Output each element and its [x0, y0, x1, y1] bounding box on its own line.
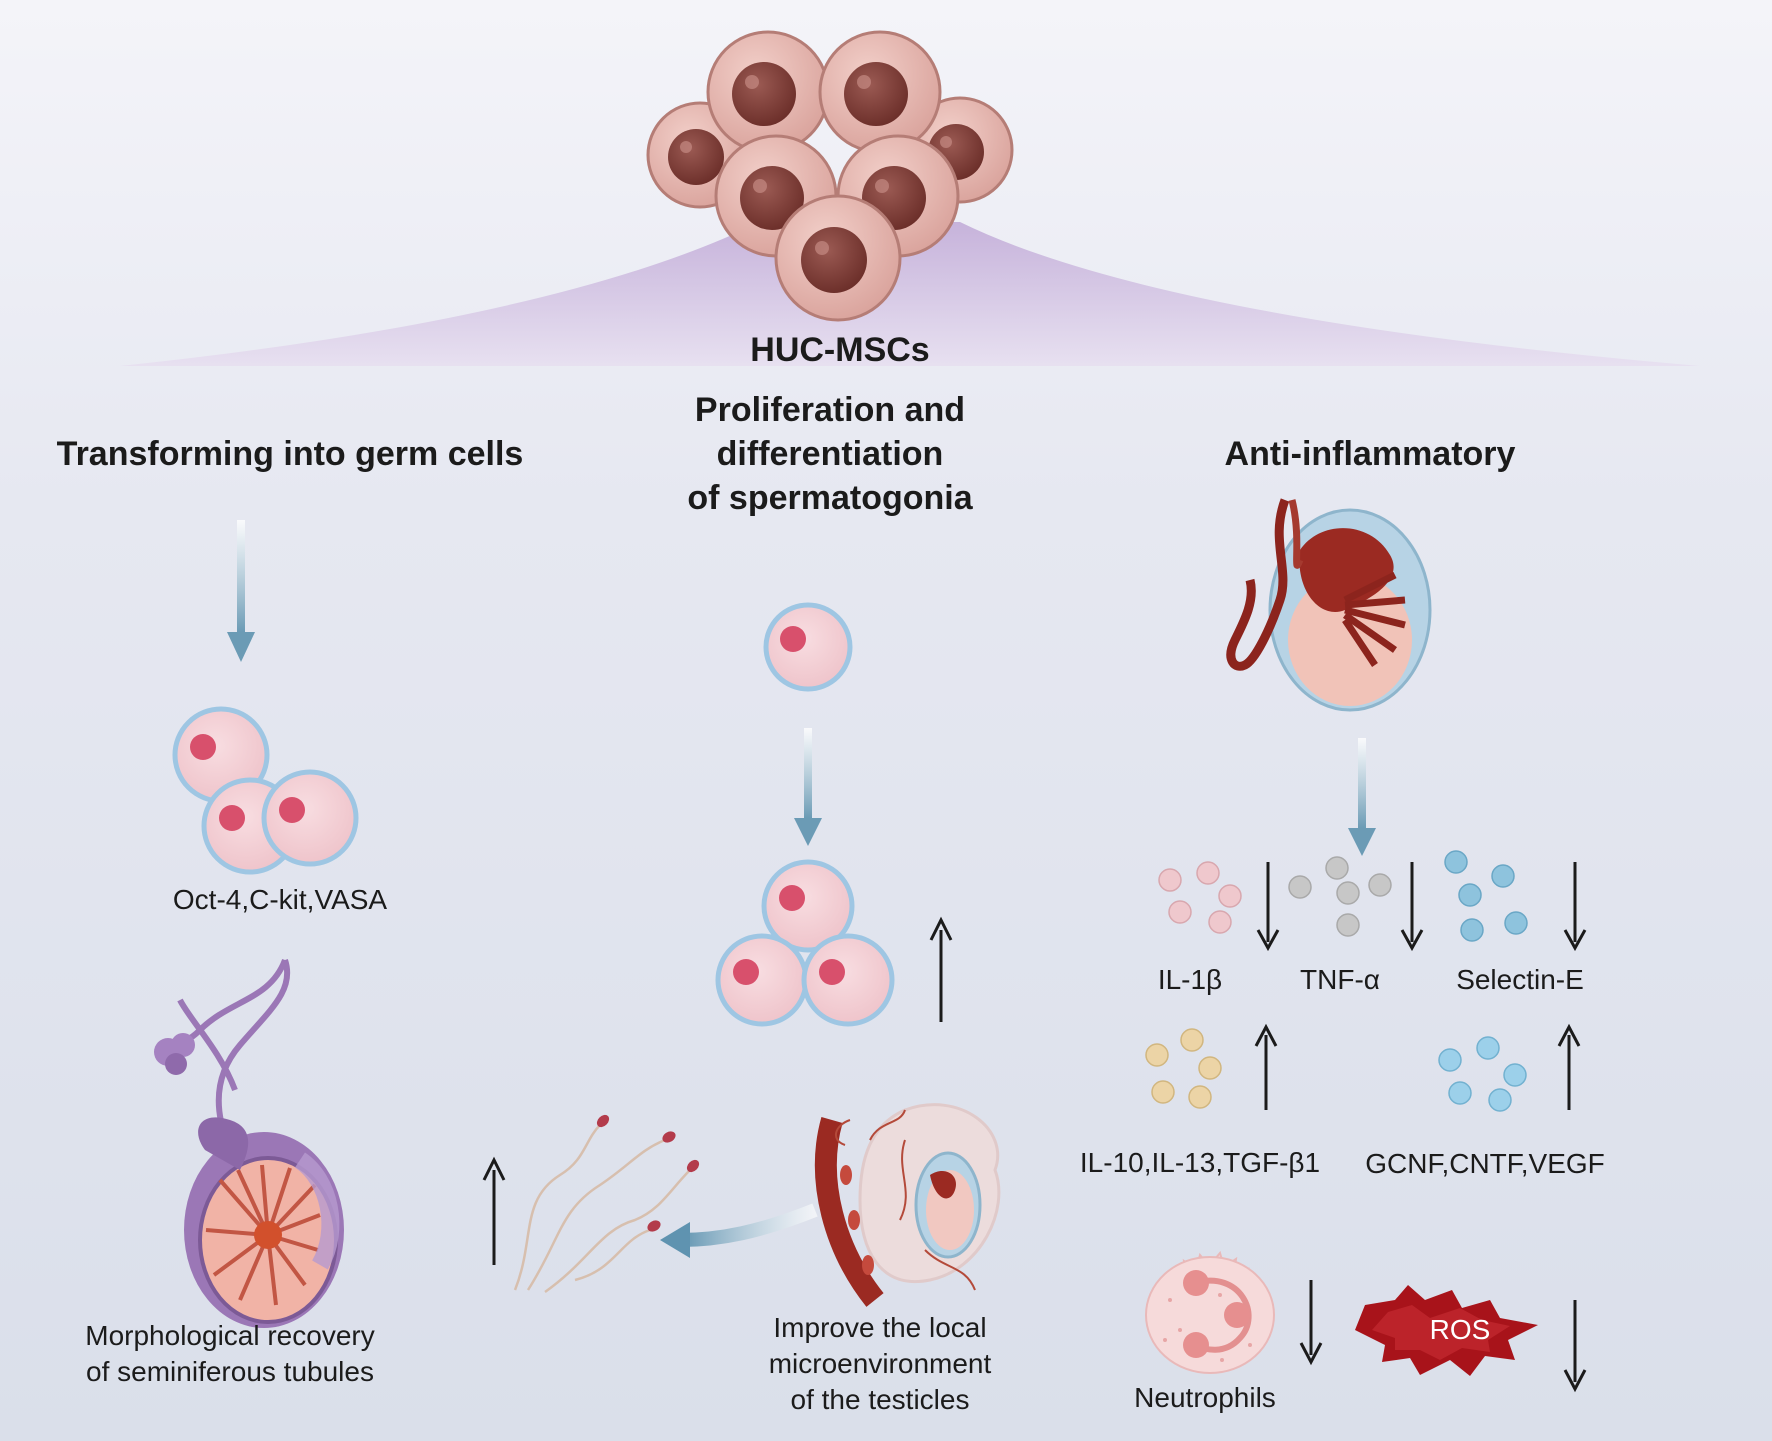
- down-arrow-icon: [1256, 862, 1280, 952]
- sperm-illustration: [513, 1124, 691, 1294]
- selectin-e-particles: [1444, 850, 1528, 942]
- testis-microenvironment-illustration: [814, 1103, 1001, 1307]
- neutrophil-illustration: [1145, 1250, 1275, 1374]
- gcnf-particles: [1438, 1036, 1527, 1112]
- microenvironment-label-line2: microenvironment: [768, 1348, 992, 1379]
- il1b-particles: [1158, 861, 1242, 934]
- il1b-label: IL-1β: [1157, 964, 1223, 995]
- down-arrow-icon: [1563, 1300, 1587, 1393]
- msc-cell: [714, 134, 838, 258]
- spermatogonia-heading-line3: of spermatogonia: [687, 479, 973, 517]
- ros-label: ROS: [1429, 1314, 1491, 1345]
- anti-inflammatory-heading: Anti-inflammatory: [1224, 435, 1516, 473]
- down-arrow-icon: [1400, 862, 1424, 952]
- germ-cell-markers-label: Oct-4,C-kit,VASA: [172, 884, 388, 915]
- microenvironment-label-line3: of the testicles: [790, 1384, 970, 1415]
- msc-cell: [818, 30, 942, 154]
- msc-cell: [774, 194, 902, 322]
- up-arrow-icon: [1557, 1023, 1581, 1110]
- spermatogonia-heading-line2: differentiation: [716, 435, 944, 473]
- tnfa-label: TNF-α: [1300, 964, 1380, 995]
- down-arrow-icon: [1348, 738, 1376, 856]
- germ-cells-heading: Transforming into germ cells: [56, 435, 524, 473]
- down-arrow-icon: [794, 728, 822, 846]
- up-arrow-icon: [929, 916, 953, 1022]
- purple-testis-illustration: [154, 958, 344, 1328]
- gcnf-cntf-vegf-label: GCNF,CNTF,VEGF: [1365, 1148, 1605, 1179]
- proliferating-cell-group: [715, 859, 895, 1027]
- inflamed-testis-illustration: [1226, 498, 1432, 712]
- msc-cell: [706, 30, 830, 154]
- tnfa-particles: [1288, 856, 1392, 937]
- down-arrow-icon: [1299, 1280, 1323, 1366]
- down-arrow-icon: [227, 520, 255, 662]
- down-arrow-icon: [1563, 862, 1587, 952]
- il10-il13-tgfb1-label: IL-10,IL-13,TGF-β1: [1079, 1147, 1321, 1178]
- left-arrow-icon: [660, 1203, 818, 1258]
- huc-msc-cluster: [646, 30, 1014, 322]
- single-spermatogonium: [763, 602, 853, 692]
- morphological-recovery-label-line1: Morphological recovery: [85, 1320, 375, 1351]
- microenvironment-label-line1: Improve the local: [773, 1312, 987, 1343]
- diagram-title: HUC-MSCs: [750, 331, 930, 369]
- spermatogonia-heading-line1: Proliferation and: [694, 391, 966, 429]
- cluster-glow: [120, 222, 1700, 366]
- il10-particles: [1145, 1028, 1222, 1109]
- up-arrow-icon: [482, 1156, 506, 1265]
- up-arrow-icon: [1254, 1023, 1278, 1110]
- ros-burst-icon: [1355, 1285, 1538, 1376]
- neutrophils-label: Neutrophils: [1134, 1382, 1276, 1413]
- selectin-e-label: Selectin-E: [1456, 964, 1584, 995]
- germ-cell-group: [172, 706, 359, 875]
- sperm-heads: [596, 1114, 700, 1232]
- morphological-recovery-label-line2: of seminiferous tubules: [86, 1356, 374, 1387]
